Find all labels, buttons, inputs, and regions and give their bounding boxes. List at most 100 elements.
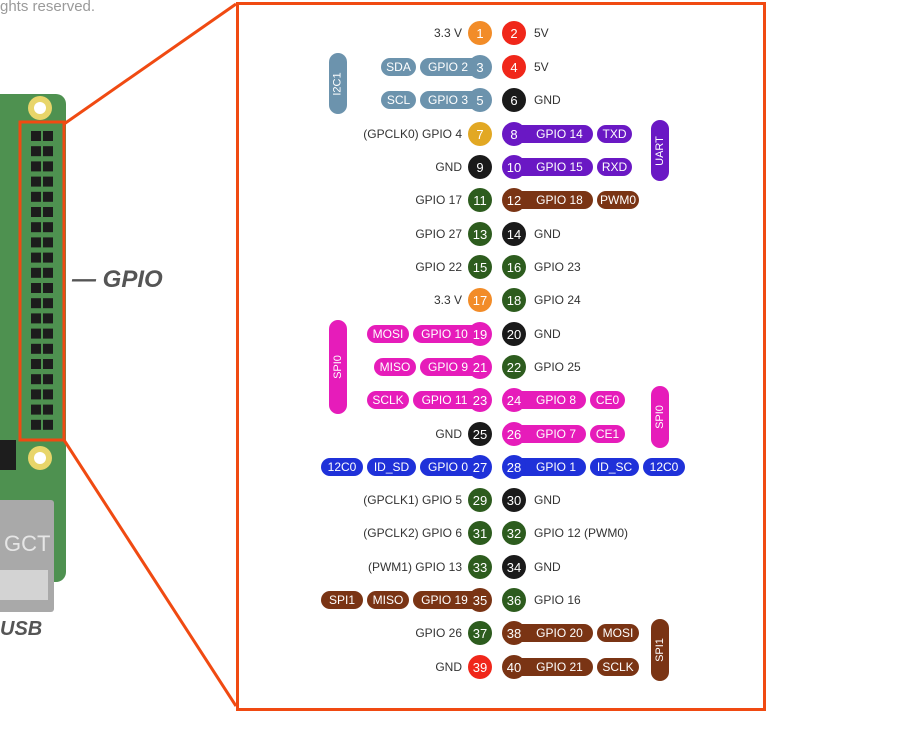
pin-31-label: (GPCLK2) GPIO 6 xyxy=(363,526,462,540)
pin-23: 23 xyxy=(468,388,492,412)
pin-35-label-1: MISO xyxy=(367,591,409,609)
pin-2: 2 xyxy=(502,21,526,45)
group-label: UART xyxy=(654,135,666,166)
pin-1-label: 3.3 V xyxy=(433,26,462,40)
pin-38-label-1: MOSI xyxy=(597,624,639,642)
pin-25: 25 xyxy=(468,422,492,446)
pin-13: 13 xyxy=(468,222,492,246)
pin-13-label: GPIO 27 xyxy=(415,227,462,241)
pin-39: 39 xyxy=(468,655,492,679)
pin-26-band xyxy=(508,425,586,443)
gpio-highlight-box xyxy=(18,120,66,442)
pin-28: 28 xyxy=(502,455,526,479)
pin-6: 6 xyxy=(502,88,526,112)
header-pin xyxy=(43,207,53,217)
header-pin xyxy=(31,359,41,369)
pin-40-band xyxy=(508,658,593,676)
pin-10-label-0: GPIO 15 xyxy=(536,160,583,174)
pin-18-label: GPIO 24 xyxy=(534,293,581,307)
pin-11-label: GPIO 17 xyxy=(415,193,462,207)
pin-19: 19 xyxy=(468,322,492,346)
header-pin xyxy=(31,328,41,339)
pin-28-label-1: ID_SC xyxy=(590,458,639,476)
pin-4-label: 5V xyxy=(534,60,549,74)
pin-12-label-1: PWM0 xyxy=(597,191,639,209)
header-pin xyxy=(43,404,53,415)
pin-29: 29 xyxy=(468,488,492,512)
group-label: SPI0 xyxy=(332,355,345,379)
pin-9-label: GND xyxy=(435,160,462,174)
pin-22-label: GPIO 25 xyxy=(534,360,581,374)
pin-35-band xyxy=(413,591,486,609)
pin-12: 12 xyxy=(502,188,526,212)
zoom-line-top xyxy=(63,2,236,126)
pin-33-label: (PWM1) GPIO 13 xyxy=(367,560,462,574)
pin-31: 31 xyxy=(468,521,492,545)
pin-3: 3 xyxy=(468,55,492,79)
header-pin xyxy=(31,237,41,248)
header-pin xyxy=(31,191,41,202)
pin-33: 33 xyxy=(468,555,492,579)
group-i2c1-left: I2C1 xyxy=(329,53,347,114)
pin-7: 7 xyxy=(468,122,492,146)
pin-35-label-2: GPIO 19 xyxy=(421,593,468,607)
header-pins xyxy=(31,131,53,430)
header-pin xyxy=(31,283,41,293)
pin-7-label: (GPCLK0) GPIO 4 xyxy=(363,127,462,141)
pin-5: 5 xyxy=(468,88,492,112)
pin-20: 20 xyxy=(502,322,526,346)
pin-6-label: GND xyxy=(534,93,561,107)
pin-28-label-2: 12C0 xyxy=(643,458,685,476)
pin-8: 8 xyxy=(502,122,526,146)
header-pin xyxy=(43,374,53,385)
pin-3-label-0: SDA xyxy=(381,58,416,76)
pin-35: 35 xyxy=(468,588,492,612)
pin-3-label-1: GPIO 2 xyxy=(428,60,469,74)
usb-label: USB xyxy=(0,618,43,640)
pin-23-band xyxy=(413,391,486,409)
pin-30-label: GND xyxy=(534,493,561,507)
pin-12-label-0: GPIO 18 xyxy=(536,193,583,207)
group-label: I2C1 xyxy=(332,71,344,96)
pin-17-label: 3.3 V xyxy=(433,293,462,307)
pin-30: 30 xyxy=(502,488,526,512)
pin-2-label: 5V xyxy=(534,26,549,40)
pin-27-label-1: ID_SD xyxy=(367,458,416,476)
header-pin xyxy=(43,298,53,309)
gpio-label: — GPIO xyxy=(72,266,163,293)
pin-28-band xyxy=(508,458,586,476)
pin-37: 37 xyxy=(468,621,492,645)
header-pin xyxy=(43,222,53,233)
pin-15: 15 xyxy=(468,255,492,279)
board-text: GCT xyxy=(4,531,50,556)
raspberry-pi-board: GCT xyxy=(0,2,236,707)
header-pin xyxy=(43,237,53,248)
copyright-text: ghts reserved. xyxy=(0,0,96,15)
header-pin xyxy=(43,313,53,324)
pin-40: 40 xyxy=(502,655,526,679)
group-uart-right: UART xyxy=(651,120,669,181)
pin-23-label-0: SCLK xyxy=(367,391,409,409)
header-pin xyxy=(43,161,53,172)
pin-21-label-1: GPIO 9 xyxy=(428,360,469,374)
pin-12-band xyxy=(508,191,593,209)
pin-26-label-1: CE1 xyxy=(590,425,625,443)
header-pin xyxy=(43,343,53,354)
pin-34-label: GND xyxy=(534,560,561,574)
header-pin xyxy=(43,191,53,202)
pin-24: 24 xyxy=(502,388,526,412)
pin-26-label-0: GPIO 7 xyxy=(536,427,577,441)
pin-19-label-0: MOSI xyxy=(367,325,409,343)
pin-4: 4 xyxy=(502,55,526,79)
pin-32-label: GPIO 12 (PWM0) xyxy=(534,526,629,540)
header-pin xyxy=(31,404,41,415)
header-pin xyxy=(43,359,53,369)
header-pin xyxy=(43,146,53,157)
pin-36: 36 xyxy=(502,588,526,612)
pin-24-label-0: GPIO 8 xyxy=(536,393,577,407)
pin-8-label-1: TXD xyxy=(597,125,632,143)
pin-38-band xyxy=(508,624,593,642)
header-pin xyxy=(31,267,41,278)
header-pin xyxy=(43,176,53,187)
